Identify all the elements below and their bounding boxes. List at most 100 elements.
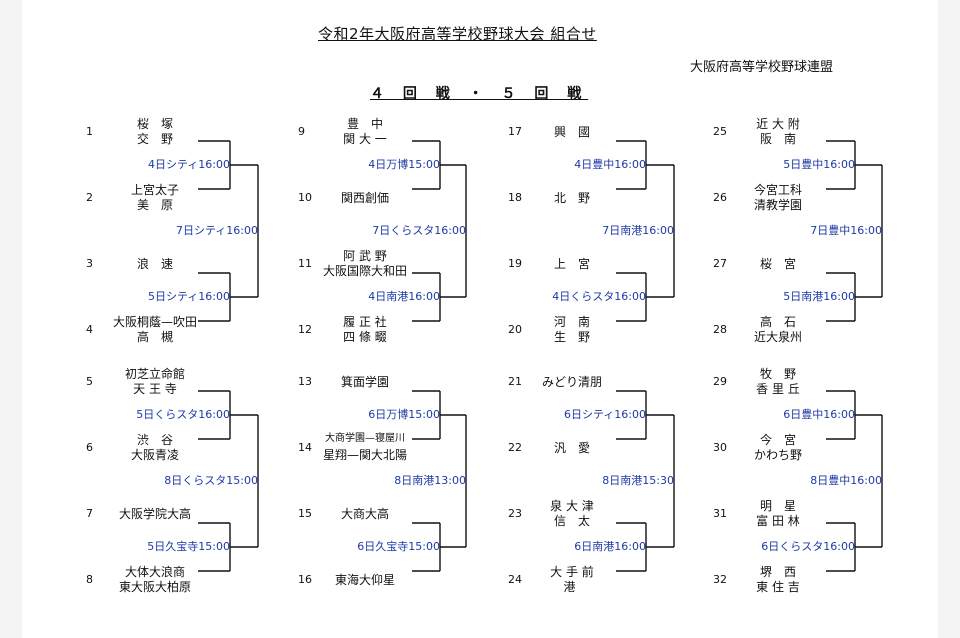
team-number: 26 [713, 191, 727, 204]
team-number: 9 [298, 125, 305, 138]
team-number: 6 [86, 441, 93, 454]
team-name: 高 槻 [136, 330, 174, 344]
team-name: 上宮太子 [130, 183, 180, 197]
team-name: 大商大高 [340, 506, 390, 521]
team-number: 8 [86, 573, 93, 586]
team-number: 25 [713, 125, 727, 138]
team-name: 星翔—関大北陽 [322, 448, 408, 462]
team-name: 履 正 社 [343, 315, 387, 329]
team-number: 23 [508, 507, 522, 520]
team-number: 15 [298, 507, 312, 520]
match-info: 6日南港16:00 [574, 540, 646, 553]
team-name: 北 野 [553, 190, 591, 205]
team-name: 大阪桐蔭—吹田 [112, 315, 198, 329]
team-number: 32 [713, 573, 727, 586]
team-name: 近 大 附 [756, 117, 800, 131]
team-name: かわち野 [753, 448, 803, 462]
round-heading: ４ 回 戦 ・ ５ 回 戦 [370, 86, 589, 102]
match-info: 4日豊中16:00 [574, 158, 646, 171]
team-name: 大商学園—寝屋川 [325, 433, 405, 444]
team-name: 初芝立命館 [124, 367, 186, 381]
team-name: 汎 愛 [553, 440, 591, 455]
team-name: 桜 塚 [136, 117, 174, 131]
match-info: 6日くらスタ16:00 [761, 540, 855, 553]
final-match-info: 8日くらスタ15:00 [164, 474, 258, 487]
team-number: 10 [298, 191, 312, 204]
team-number: 18 [508, 191, 522, 204]
team-name: 東大阪大柏原 [118, 580, 192, 594]
team-name: 天 王 寺 [133, 382, 177, 396]
team-number: 31 [713, 507, 727, 520]
team-name: 大体大浪商 [124, 565, 186, 579]
team-name: 阿 武 野 [343, 249, 387, 263]
team-name: 河 南 [553, 315, 591, 329]
team-name: 興 國 [553, 124, 591, 139]
final-match-info: 7日豊中16:00 [810, 224, 882, 237]
team-number: 19 [508, 257, 522, 270]
team-number: 24 [508, 573, 522, 586]
match-info: 6日シティ16:00 [563, 408, 646, 421]
final-match-info: 8日南港13:00 [394, 474, 466, 487]
team-name: 大阪学院大高 [118, 506, 192, 521]
team-number: 1 [86, 125, 93, 138]
team-number: 20 [508, 323, 522, 336]
match-info: 6日豊中16:00 [783, 408, 855, 421]
team-name: 牧 野 [759, 367, 797, 381]
team-name: 関 大 一 [343, 132, 387, 146]
final-match-info: 7日シティ16:00 [175, 224, 258, 237]
match-info: 5日南港16:00 [783, 290, 855, 303]
team-number: 22 [508, 441, 522, 454]
match-info: 5日シティ16:00 [147, 290, 230, 303]
team-name: 交 野 [136, 132, 174, 146]
team-number: 3 [86, 257, 93, 270]
team-name: 箕面学園 [340, 374, 390, 389]
team-name: 信 太 [553, 514, 591, 528]
team-name: 堺 西 [759, 565, 797, 579]
team-name: 阪 南 [759, 132, 797, 146]
match-info: 4日シティ16:00 [147, 158, 230, 171]
team-number: 27 [713, 257, 727, 270]
team-name: 清教学園 [753, 198, 803, 212]
team-name: みどり清朋 [541, 374, 603, 389]
final-match-info: 8日豊中16:00 [810, 474, 882, 487]
team-name: 泉 大 津 [550, 499, 594, 513]
team-name: 大 手 前 [550, 565, 594, 579]
team-number: 2 [86, 191, 93, 204]
team-number: 12 [298, 323, 312, 336]
team-name: 高 石 [759, 315, 797, 329]
team-name: 大阪国際大和田 [322, 264, 408, 278]
team-number: 28 [713, 323, 727, 336]
team-number: 7 [86, 507, 93, 520]
team-name: 桜 宮 [759, 256, 797, 271]
match-info: 5日豊中16:00 [783, 158, 855, 171]
team-name: 今 宮 [759, 433, 797, 447]
team-number: 17 [508, 125, 522, 138]
team-name: 渋 谷 [136, 433, 174, 447]
team-number: 29 [713, 375, 727, 388]
team-number: 14 [298, 441, 312, 454]
team-name: 東 住 吉 [756, 580, 800, 594]
team-number: 11 [298, 257, 312, 270]
team-number: 16 [298, 573, 312, 586]
team-name: 豊 中 [346, 117, 384, 131]
team-name: 近大泉州 [753, 330, 803, 344]
match-info: 4日南港16:00 [368, 290, 440, 303]
team-name: 関西創価 [340, 190, 390, 205]
match-info: 5日久宝寺15:00 [147, 540, 230, 553]
match-info: 4日くらスタ16:00 [552, 290, 646, 303]
team-name: 香 里 丘 [756, 382, 800, 396]
team-name: 美 原 [136, 198, 174, 212]
team-name: 東海大仰星 [334, 572, 396, 587]
team-name: 富 田 林 [756, 514, 800, 528]
team-name: 今宮工科 [753, 183, 803, 197]
team-name: 明 星 [759, 499, 797, 513]
team-name: 上 宮 [553, 256, 591, 271]
match-info: 6日万博15:00 [368, 408, 440, 421]
team-number: 13 [298, 375, 312, 388]
team-name: 生 野 [553, 330, 591, 344]
page-title: 令和2年大阪府高等学校野球大会 組合せ [318, 25, 597, 43]
match-info: 6日久宝寺15:00 [357, 540, 440, 553]
team-name: 四 條 畷 [343, 330, 387, 344]
organizer-name: 大阪府高等学校野球連盟 [690, 60, 834, 75]
